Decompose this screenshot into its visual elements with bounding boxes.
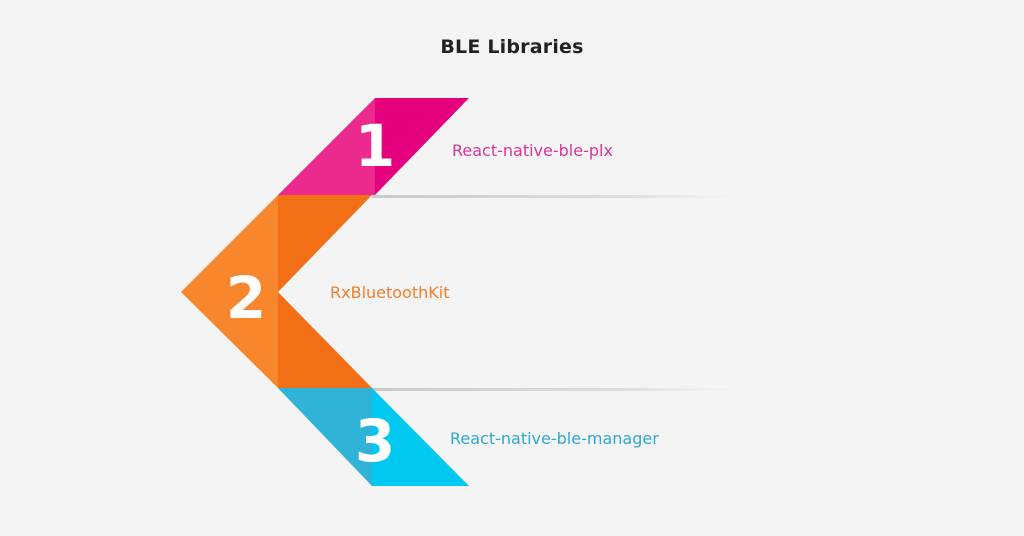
number-3: 3 [355, 407, 395, 475]
segment-3-right-face [372, 388, 469, 486]
segment-2: 2 [181, 195, 372, 388]
item-label-1: React-native-ble-plx [452, 141, 613, 160]
number-2: 2 [226, 264, 266, 332]
separator-line-bottom [372, 388, 744, 391]
segment-2-right-face [278, 195, 372, 388]
item-label-3: React-native-ble-manager [450, 429, 659, 448]
item-label-2: RxBluetoothKit [330, 283, 450, 302]
segment-2-left-face [181, 195, 278, 388]
segment-1-right-face [375, 98, 469, 195]
diagram-title: BLE Libraries [440, 36, 584, 58]
segment-1-left-face [278, 98, 375, 195]
segment-3-left-face-main [278, 388, 372, 486]
separator-line-top [372, 195, 744, 198]
number-1: 1 [355, 112, 395, 180]
segment-3: 3 [278, 388, 469, 486]
segment-1: 1 [278, 98, 469, 195]
